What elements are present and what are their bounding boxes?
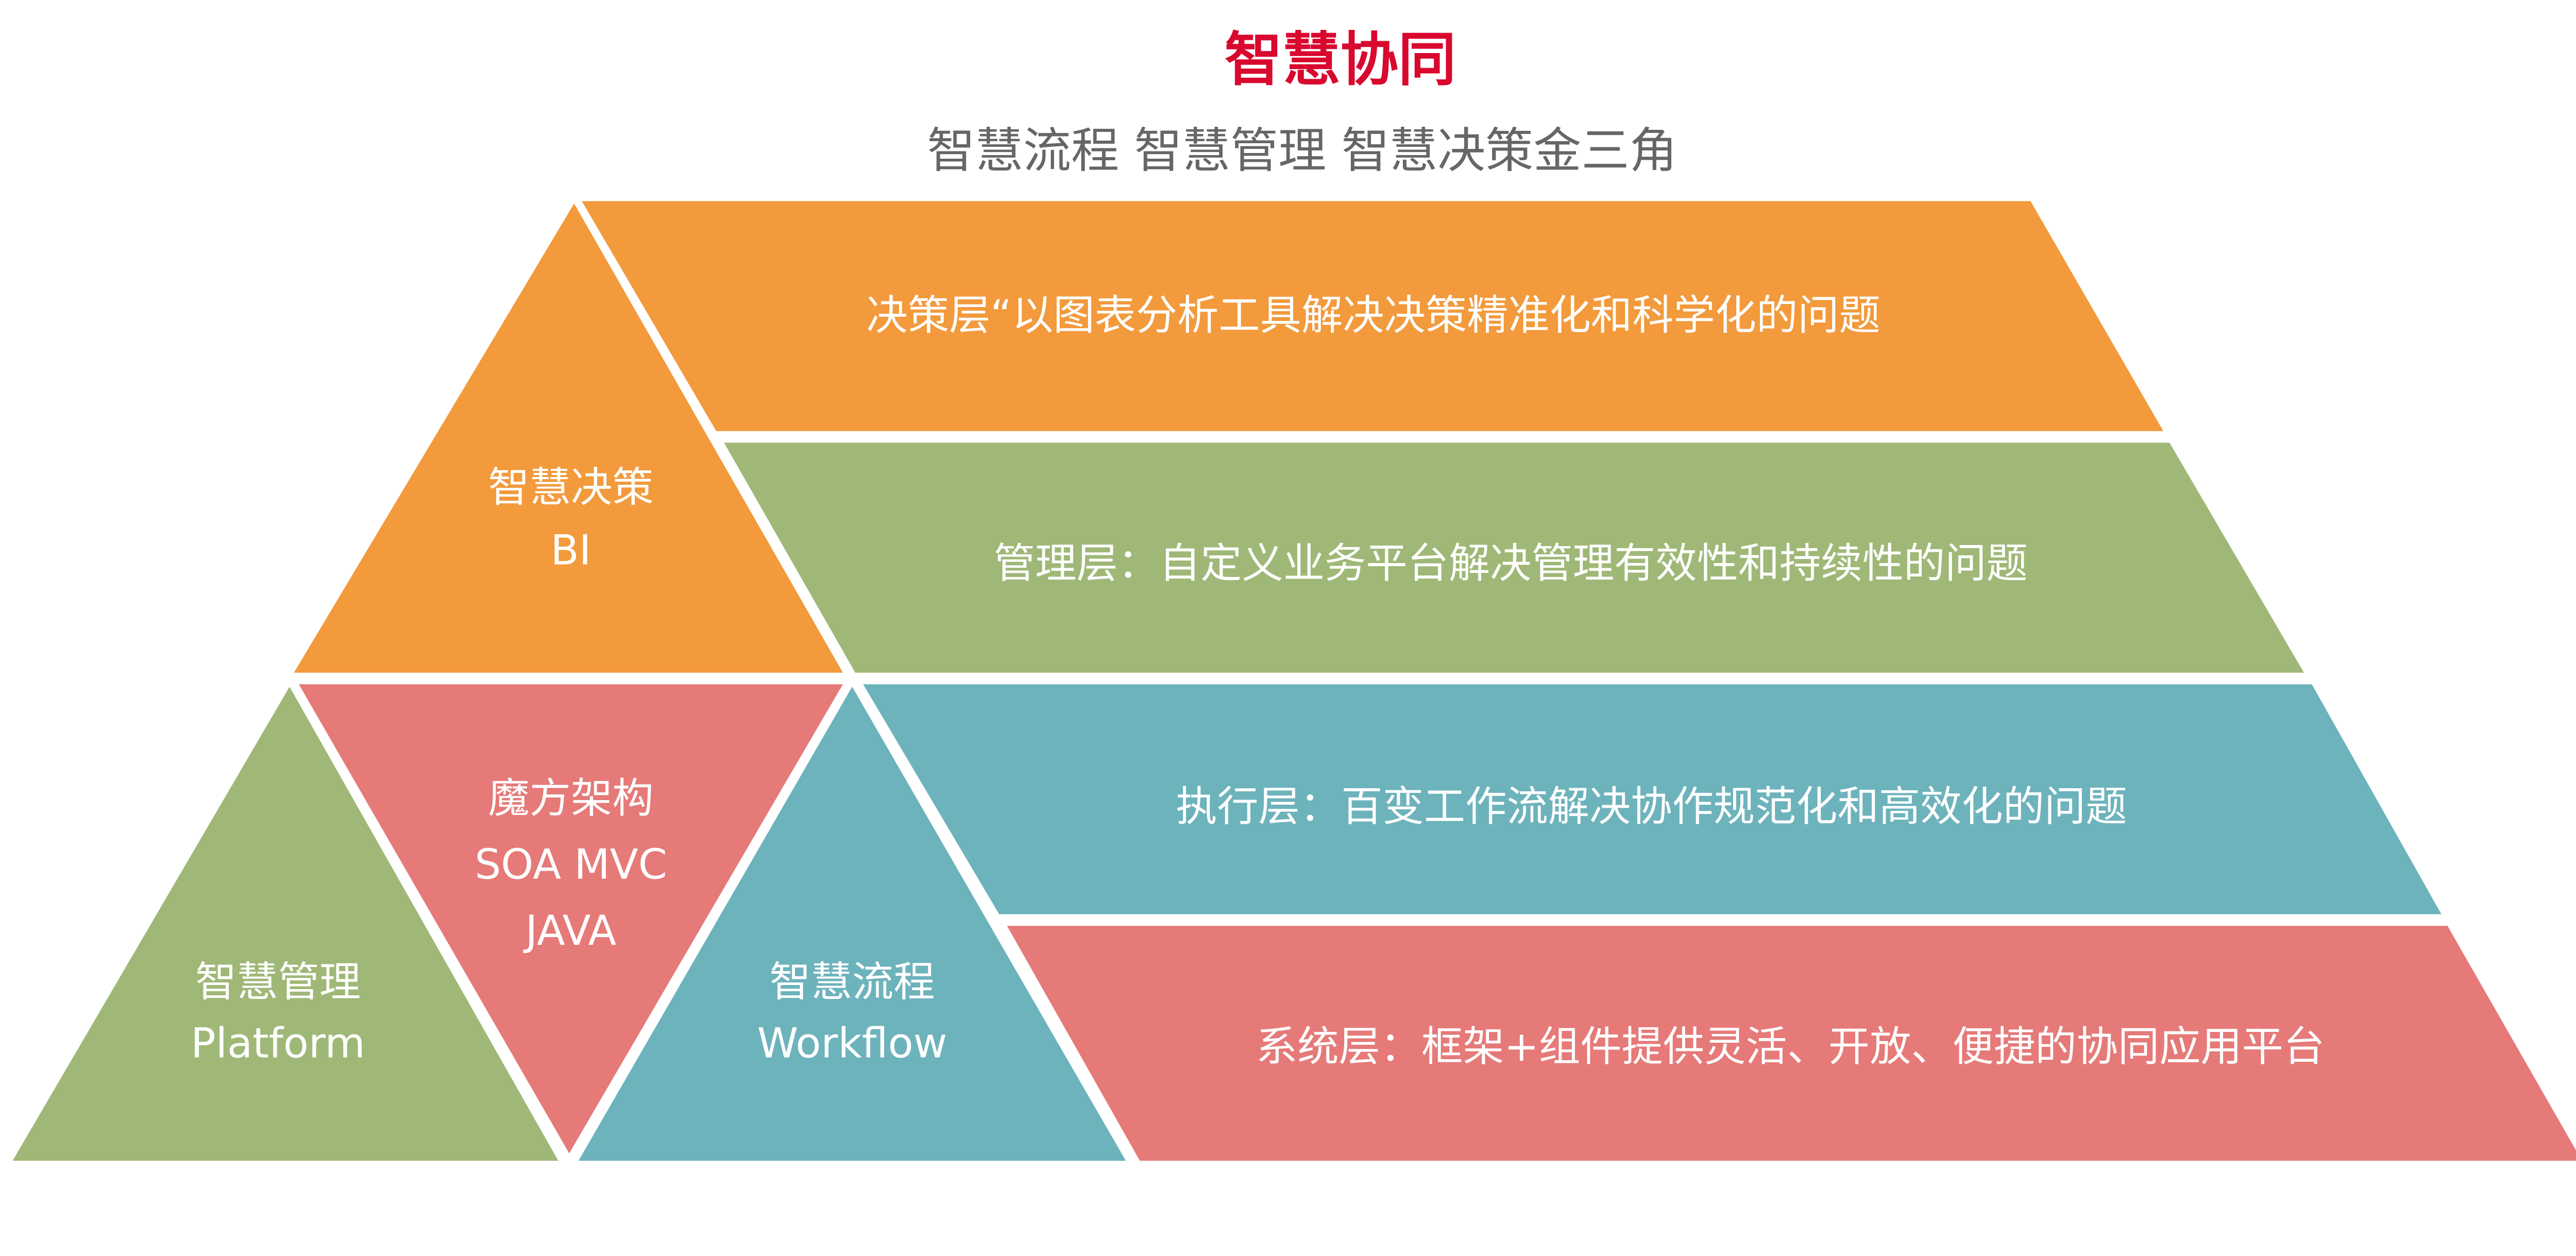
management-triangle-label: 智慧管理 — [195, 958, 361, 1006]
diagram-subtitle: 智慧流程 智慧管理 智慧决策金三角 — [927, 123, 1677, 179]
architecture-triangle — [290, 679, 852, 1163]
management-triangle — [4, 676, 567, 1166]
workflow-triangle-sublabel: Workflow — [757, 1019, 947, 1067]
decision-layer-band — [573, 196, 2172, 436]
execution-layer-label: 执行层：百变工作流解决协作规范化和高效化的问题 — [1176, 782, 2127, 830]
workflow-triangle — [570, 676, 1134, 1166]
execution-layer-band — [854, 679, 2450, 920]
management-triangle-sublabel: Platform — [191, 1019, 365, 1067]
decision-triangle — [285, 194, 852, 678]
architecture-triangle-sublabel-2: JAVA — [523, 906, 617, 955]
architecture-triangle-sublabel-1: SOA MVC — [474, 840, 667, 889]
architecture-triangle-label: 魔方架构 — [488, 774, 653, 822]
system-layer-label: 系统层：框架+组件提供灵活、开放、便捷的协同应用平台 — [1256, 1022, 2325, 1071]
decision-triangle-label: 智慧决策 — [488, 463, 653, 511]
decision-triangle-sublabel: BI — [551, 525, 591, 574]
diagram-title: 智慧协同 — [1225, 26, 1456, 93]
system-layer-band — [998, 921, 2576, 1166]
management-layer-band — [715, 437, 2313, 678]
management-layer-label: 管理层：自定义业务平台解决管理有效性和持续性的问题 — [994, 539, 2028, 587]
workflow-triangle-label: 智慧流程 — [769, 958, 935, 1006]
decision-layer-label: 决策层“以图表分析工具解决决策精准化和科学化的问题 — [867, 291, 1880, 339]
